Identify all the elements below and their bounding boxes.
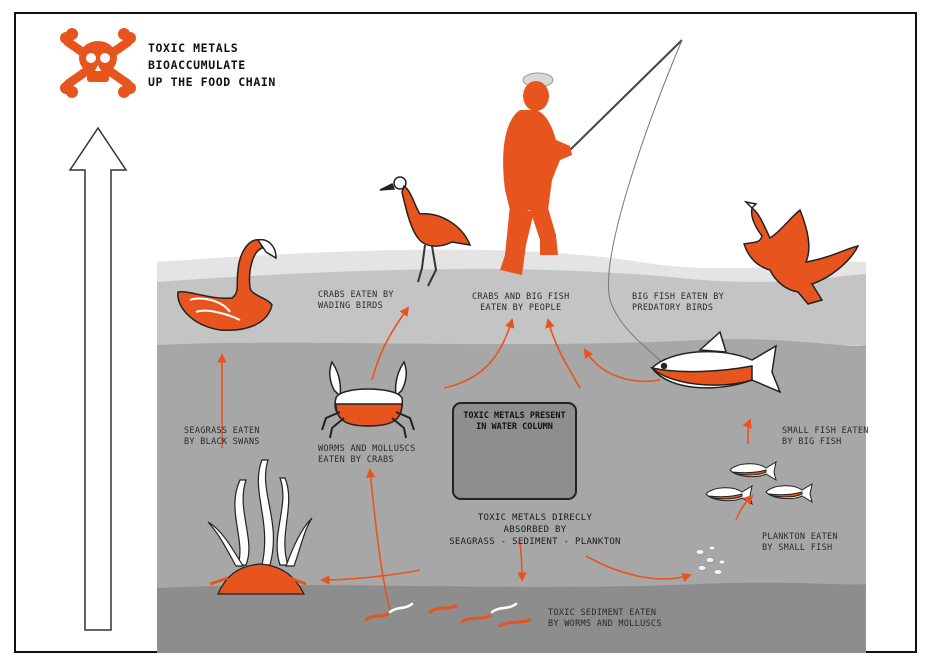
skull-crossbones-icon: [60, 28, 136, 98]
toxic-box-line-2: IN WATER COLUMN: [454, 422, 575, 433]
up-arrow-icon: [70, 128, 126, 630]
label-crabs-wading-birds: CRABS EATEN BY WADING BIRDS: [318, 290, 394, 312]
label-crabs-people: CRABS AND BIG FISH EATEN BY PEOPLE: [472, 292, 570, 314]
label-seagrass-swans: SEAGRASS EATEN BY BLACK SWANS: [184, 426, 260, 448]
toxic-metals-box: TOXIC METALS PRESENT IN WATER COLUMN: [452, 402, 577, 500]
label-sediment-worms: TOXIC SEDIMENT EATEN BY WORMS AND MOLLUS…: [548, 608, 662, 630]
label-bigfish-predatory: BIG FISH EATEN BY PREDATORY BIRDS: [632, 292, 724, 314]
label-plankton-smallfish: PLANKTON EATEN BY SMALL FISH: [762, 532, 838, 554]
label-smallfish-bigfish: SMALL FISH EATEN BY BIG FISH: [782, 426, 869, 448]
label-worms-crabs: WORMS AND MOLLUSCS EATEN BY CRABS: [318, 444, 416, 466]
toxic-box-heading: TOXIC METALS PRESENT IN WATER COLUMN: [454, 411, 575, 433]
fisherman-figure: [500, 73, 572, 275]
absorption-line-1: TOXIC METALS DIRECLY: [415, 512, 655, 524]
absorption-line-2: ABSORBED BY: [415, 524, 655, 536]
absorption-line-3: SEAGRASS - SEDIMENT - PLANKTON: [415, 536, 655, 548]
fishing-rod: [568, 40, 682, 152]
toxic-box-line-1: TOXIC METALS PRESENT: [454, 411, 575, 422]
diagram-title: TOXIC METALS BIOACCUMULATE UP THE FOOD C…: [148, 40, 276, 91]
absorption-note: TOXIC METALS DIRECLY ABSORBED BY SEAGRAS…: [415, 512, 655, 548]
title-line-2: BIOACCUMULATE: [148, 57, 276, 74]
title-line-3: UP THE FOOD CHAIN: [148, 74, 276, 91]
title-line-1: TOXIC METALS: [148, 40, 276, 57]
